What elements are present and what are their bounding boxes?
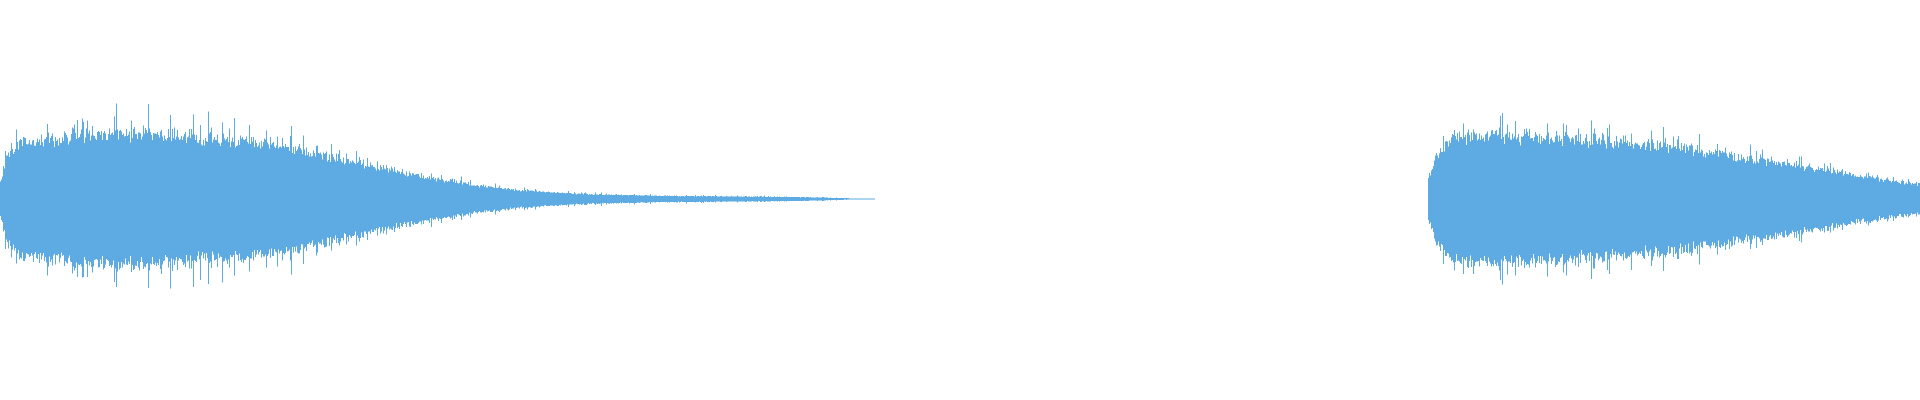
waveform-clip-2 [1428, 112, 1920, 285]
waveform-clips [0, 103, 1920, 289]
waveform-clip-1 [0, 103, 875, 289]
